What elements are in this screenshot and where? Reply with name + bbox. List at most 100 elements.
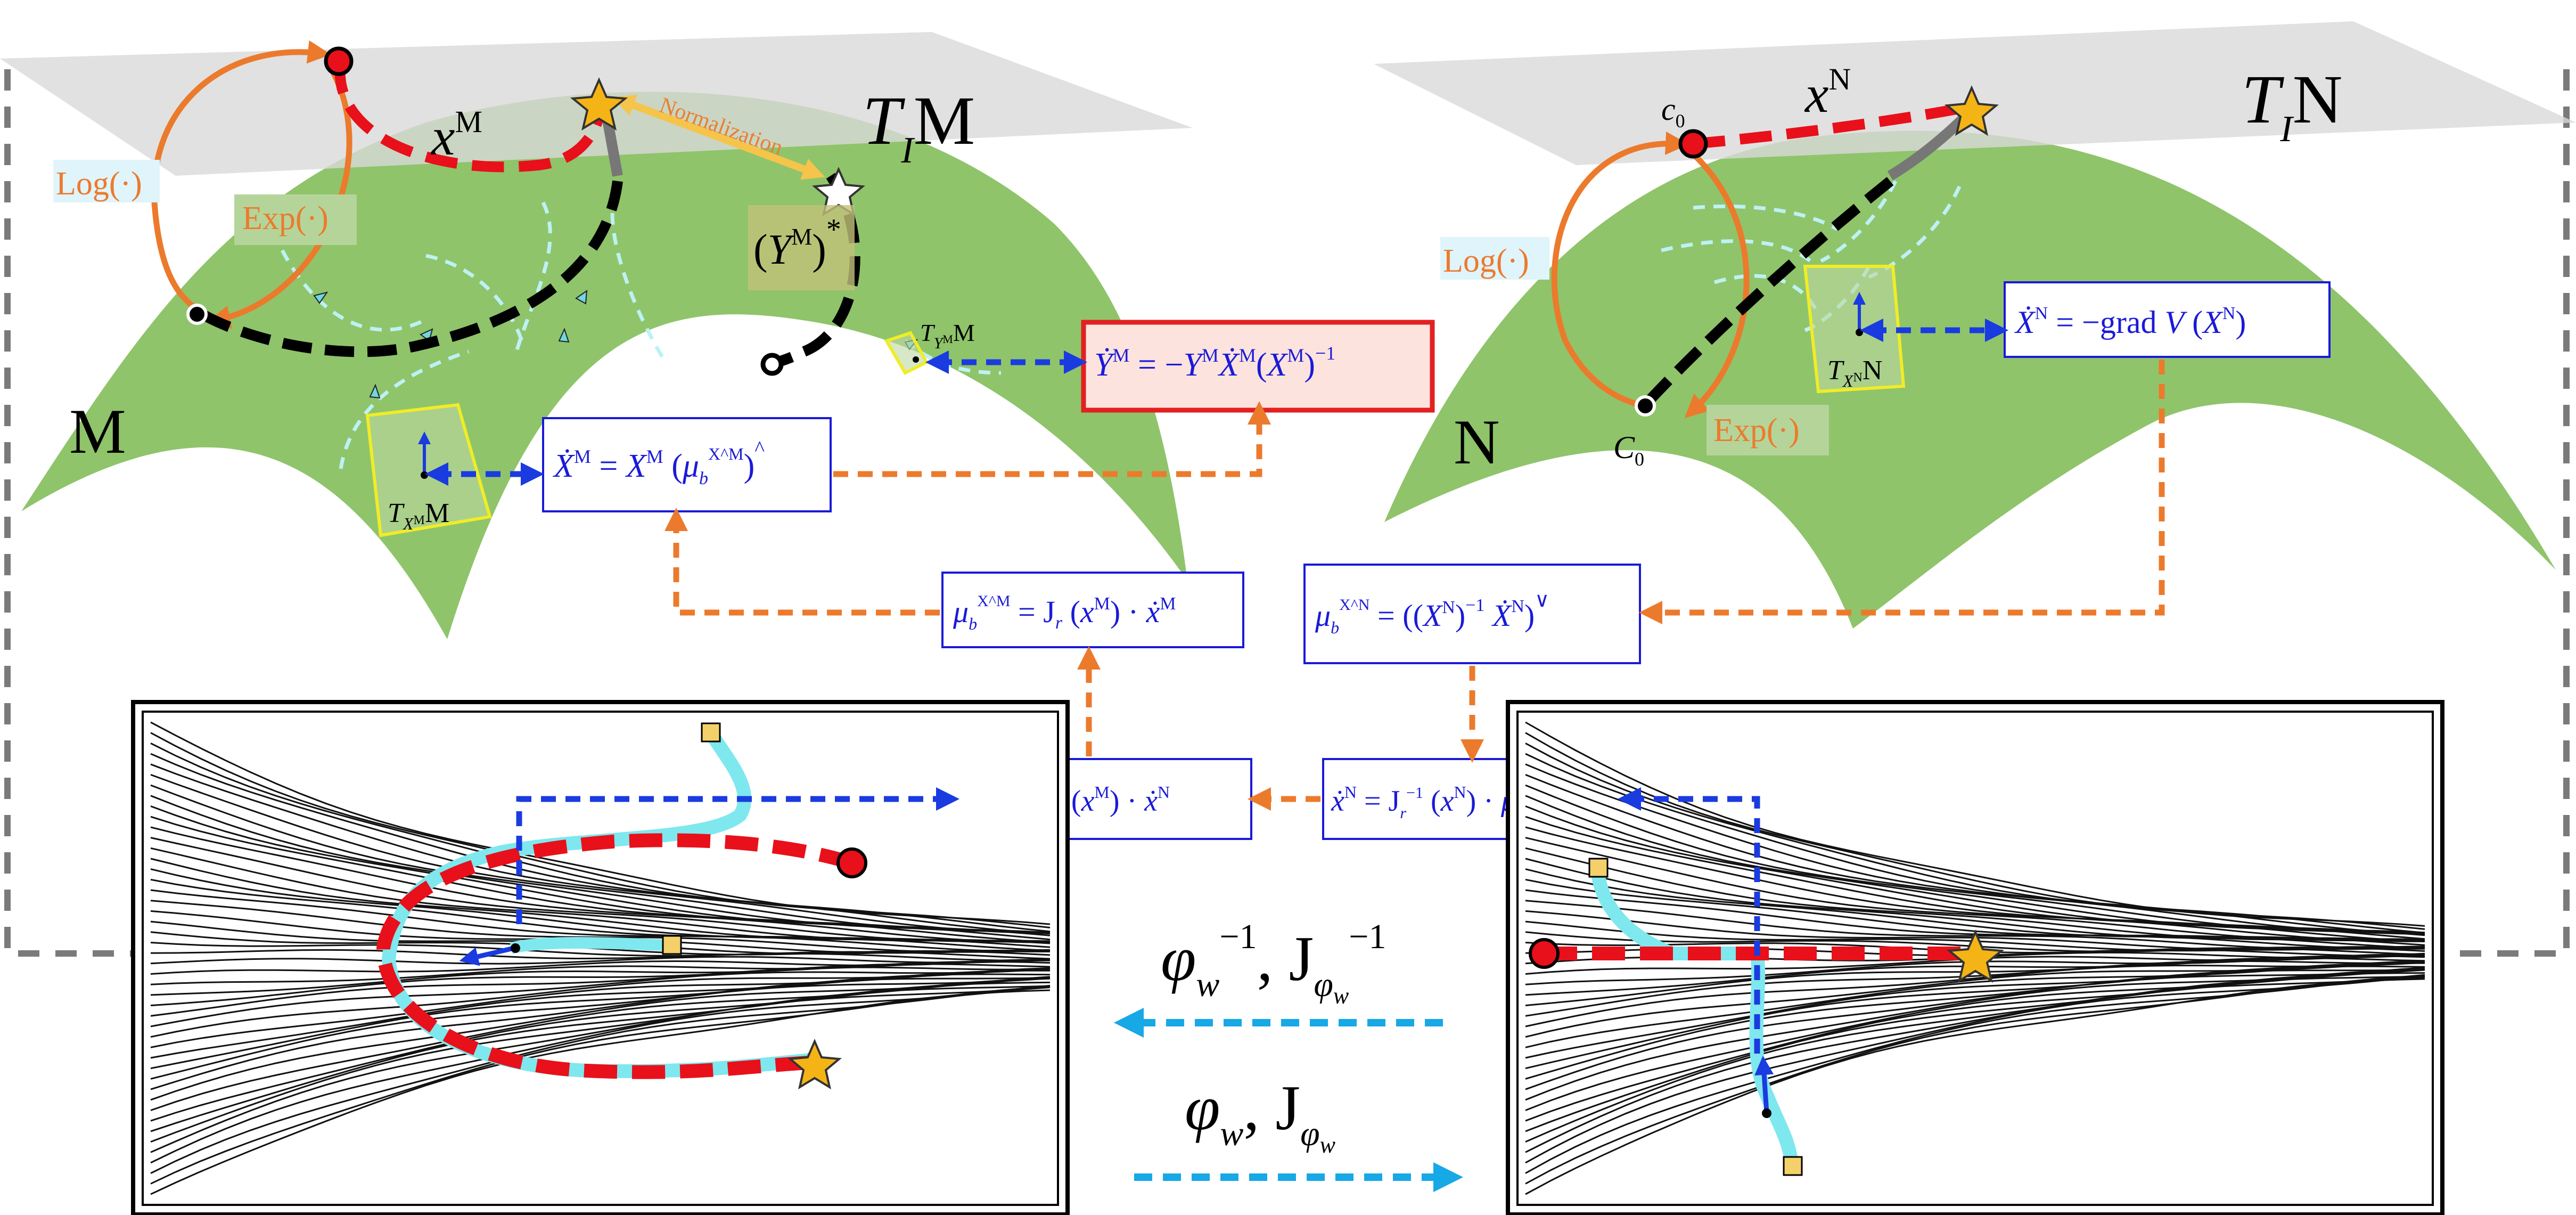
right-log-exp-arcs — [1551, 131, 1750, 418]
manifold-n-surface — [1384, 131, 2556, 629]
manifold-m-label: M — [69, 396, 126, 467]
tangent-label-m: TIM — [863, 83, 975, 171]
log-label-m: Log(·) — [56, 166, 142, 202]
tangent-small-label-m-lower: TXMM — [388, 498, 449, 533]
tangent-label-n: TIN — [2242, 61, 2343, 150]
streamline — [150, 942, 1051, 960]
log-label-bg-m — [53, 160, 160, 202]
svg-text:ẊM = XM (μbX^M)^: ẊM = XM (μbX^M)^ — [552, 436, 765, 488]
start-point-n — [1678, 129, 1708, 159]
streamline — [1525, 868, 2425, 946]
start-label-bottom-n: C0 — [1613, 430, 1644, 470]
manifold-n-label: N — [1454, 406, 1500, 477]
streamline — [150, 959, 1051, 985]
bottom-point-n — [1635, 395, 1656, 417]
streamline — [150, 967, 1051, 1048]
blue-dashed-arrows — [425, 319, 2008, 486]
streamline — [150, 963, 1051, 1007]
streamline — [150, 949, 1051, 962]
inverse-map-label: φw−1, Jφw−1 — [1161, 917, 1386, 1009]
streamline — [150, 977, 1051, 1090]
log-point-m — [186, 304, 208, 325]
curve-label-m: xM — [430, 104, 482, 166]
streamline — [1525, 978, 2425, 1195]
streamline — [1525, 976, 2425, 1153]
exp-label-n: Exp(·) — [1713, 412, 1800, 449]
vector-field-left — [131, 700, 1070, 1215]
streamline — [1525, 965, 2425, 1070]
streamline — [1525, 826, 2425, 942]
streamline — [1525, 743, 2425, 934]
streamline — [150, 989, 1051, 1195]
streamline — [1525, 975, 2425, 1185]
streamline — [150, 889, 1051, 952]
eq-box-mu-n: μbX^N = ((XN)−1 ẊN)∨ — [1303, 564, 1641, 664]
streamline — [1525, 784, 2425, 934]
streamline — [1525, 961, 2425, 1028]
streamline — [1525, 960, 2425, 1017]
streamline — [150, 977, 1051, 1080]
streamline — [1525, 763, 2425, 935]
streamline — [150, 956, 1051, 965]
orange-flow-arrows — [664, 360, 2165, 811]
tangent-small-label-n: TXNN — [1827, 355, 1882, 390]
target-label-bg — [748, 205, 855, 290]
eq-box-y-dot: ẎM = −YMẊM(XM)−1 — [1081, 320, 1435, 413]
trajectory-red-m — [334, 60, 607, 173]
streamline — [1525, 975, 2425, 1143]
streamline — [150, 986, 1051, 1185]
streamline — [1525, 969, 2425, 1090]
trajectory-black-m-1 — [200, 180, 623, 357]
streamline — [150, 805, 1051, 941]
svg-text:ẊN = −grad V (XN): ẊN = −grad V (XN) — [2014, 304, 2246, 340]
eq-box-mu-m: μbX^M = Jr (xM) · ẋM — [941, 572, 1244, 648]
streamline — [150, 763, 1051, 934]
log-label-n: Log(·) — [1443, 243, 1529, 279]
forward-map-label: φw, Jφw — [1185, 1072, 1336, 1158]
streamline — [1525, 972, 2425, 1132]
streamline — [150, 985, 1051, 1143]
streamline — [1525, 967, 2425, 1111]
eq-box-x-dot-n-grad: ẊN = −grad V (XN) — [2004, 281, 2331, 358]
streamline — [150, 986, 1051, 1153]
streamline — [1525, 721, 2425, 927]
streamline — [1525, 969, 2425, 1080]
streamline — [150, 826, 1051, 943]
streamline — [150, 981, 1051, 1132]
eq-box-x-dot-m: ẊM = XM (μbX^M)^ — [542, 417, 832, 512]
svg-text:μbX^M = Jr (xM) · ẋM: μbX^M = Jr (xM) · ẋM — [953, 592, 1176, 633]
streamline — [150, 968, 1051, 1028]
tangent-small-label-m-upper: TYMM — [920, 319, 975, 352]
start-label-top-n: c0 — [1661, 92, 1685, 132]
exp-label-bg-n — [1707, 405, 1829, 455]
streamline — [150, 743, 1051, 933]
streamline — [1525, 816, 2425, 942]
streamline — [150, 985, 1051, 1164]
svg-text:ẎM = −YMẊM(XM)−1: ẎM = −YMẊM(XM)−1 — [1094, 343, 1335, 383]
end-point-m — [760, 353, 784, 376]
curve-label-n: xN — [1804, 62, 1851, 124]
star-icon — [570, 77, 628, 131]
streamline — [150, 753, 1051, 935]
log-label-bg-n — [1440, 237, 1549, 280]
streamline — [1525, 858, 2425, 942]
start-point-m — [324, 46, 354, 76]
star-n-icon — [1945, 85, 1999, 136]
exp-label-m: Exp(·) — [242, 200, 329, 237]
streamline — [150, 784, 1051, 934]
streamline — [1525, 805, 2425, 940]
streamline — [150, 973, 1051, 1070]
streamline — [150, 878, 1051, 952]
trajectory-black-n — [1641, 177, 1894, 409]
streamline — [150, 868, 1051, 948]
streamline — [150, 966, 1051, 1017]
vector-field-right — [1506, 700, 2444, 1215]
trajectory-red-n — [1693, 101, 1971, 149]
exp-label-bg-m — [234, 194, 357, 245]
normalization-arrow — [612, 94, 825, 180]
tangent-square-n — [1803, 265, 1906, 394]
streamline — [150, 816, 1051, 943]
svg-text:μbX^N = ((XN)−1 ẊN)∨: μbX^N = ((XN)−1 ẊN)∨ — [1315, 589, 1549, 637]
outer-connectors — [4, 69, 2570, 957]
